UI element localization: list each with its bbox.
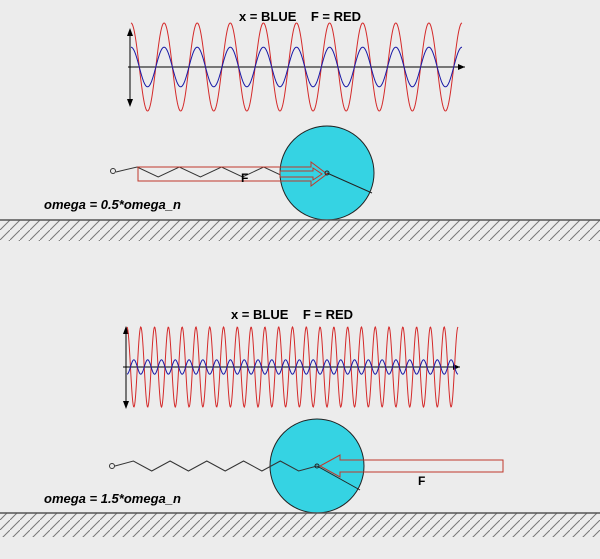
panel-2-spring <box>114 460 318 472</box>
panel-1-amplitude-axis-up-arrow-icon <box>127 28 133 36</box>
panel-1-legend: x = BLUE F = RED <box>239 9 361 24</box>
panel-1-ground-hatch <box>0 220 600 241</box>
panel-1-time-axis-arrow-icon <box>458 64 465 70</box>
panel-2-amplitude-axis-up-arrow-icon <box>123 326 129 334</box>
panel-2-wheel-spoke <box>316 465 361 491</box>
panel-1-spring-anchor <box>110 168 116 174</box>
panel-2-force-arrow <box>318 454 504 478</box>
panel-2-force-label: F <box>418 474 425 488</box>
panel-2-ground-hatch <box>0 513 600 537</box>
panel-1-omega-label: omega = 0.5*omega_n <box>44 197 181 212</box>
panel-1-time-plot <box>127 22 465 112</box>
panel-1-force-curve <box>130 22 463 112</box>
panel-2-time-plot <box>123 325 460 409</box>
panel-2-displacement-curve <box>126 359 459 375</box>
panel-1-amplitude-axis-down-arrow-icon <box>127 99 133 107</box>
panel-1: x = BLUE F = RED F omega = 0.5*omega_n <box>0 9 600 241</box>
panel-1-force-label: F <box>241 171 248 185</box>
panel-1-ground <box>0 219 600 241</box>
panel-1-mechanism: F omega = 0.5*omega_n <box>44 125 375 221</box>
panel-2-mechanism: F omega = 1.5*omega_n <box>44 418 504 514</box>
panel-2-force-curve <box>126 325 459 409</box>
panel-2: x = BLUE F = RED F omega = 1.5*omega_n <box>0 307 600 537</box>
panel-2-legend: x = BLUE F = RED <box>231 307 353 322</box>
panel-2-amplitude-axis-down-arrow-icon <box>123 401 129 409</box>
panel-2-wheel-hub <box>314 463 320 469</box>
panel-2-spring-anchor <box>109 463 115 469</box>
panel-1-force-arrow-inner <box>279 167 323 181</box>
panel-1-wheel-spoke <box>326 172 373 194</box>
panel-1-wheel-hub <box>324 170 330 176</box>
panel-2-omega-label: omega = 1.5*omega_n <box>44 491 181 506</box>
panel-2-ground <box>0 512 600 537</box>
panel-1-displacement-curve <box>130 46 463 88</box>
panel-1-force-arrow <box>137 161 328 187</box>
